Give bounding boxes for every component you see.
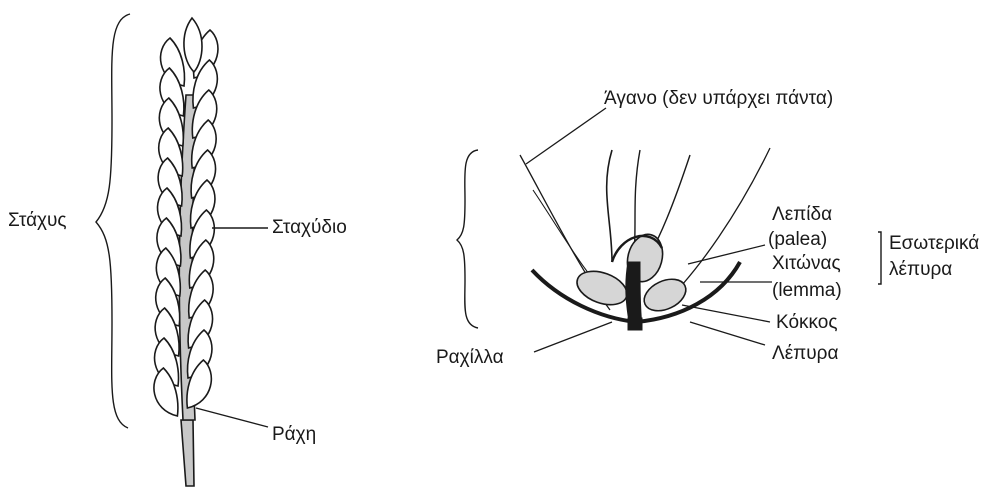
awn-label: Άγανο (δεν υπάρχει πάντα)	[604, 88, 833, 110]
inner-husks-bracket	[878, 232, 881, 284]
rachilla-label: Ραχίλλα	[436, 347, 504, 369]
lemma-label-line2: (lemma)	[772, 280, 842, 302]
top-spikelet	[184, 18, 202, 72]
rachis-label: Ράχη	[272, 424, 316, 446]
rachilla-base	[628, 318, 642, 330]
glumes-leader	[690, 322, 765, 345]
spikelet-detail	[457, 148, 770, 330]
lemma-label-line1: Χιτώνας	[772, 253, 841, 275]
inner-husks-label-line1: Εσωτερικά	[889, 233, 979, 255]
glumes-label: Λέπυρα	[772, 343, 838, 365]
rachis-stem	[181, 420, 194, 486]
awn-leader	[526, 108, 606, 164]
awn-center-left	[607, 150, 612, 262]
rachilla-leader	[534, 322, 612, 352]
wheat-spike	[96, 14, 218, 486]
spike-brace	[96, 14, 130, 428]
grain-leader	[682, 305, 770, 322]
palea-label-line1: Λεπίδα	[772, 204, 832, 226]
grain-label: Κόκκος	[776, 312, 838, 334]
inner-husks-label-line2: λέπυρα	[889, 259, 952, 281]
spikelet-label: Σταχύδιο	[272, 217, 347, 239]
spike-label: Στάχυς	[8, 210, 67, 232]
palea-label-line2: (palea)	[768, 229, 827, 251]
palea-leader	[688, 245, 765, 264]
rachis-leader	[196, 408, 268, 427]
spikelet-brace	[457, 150, 478, 328]
